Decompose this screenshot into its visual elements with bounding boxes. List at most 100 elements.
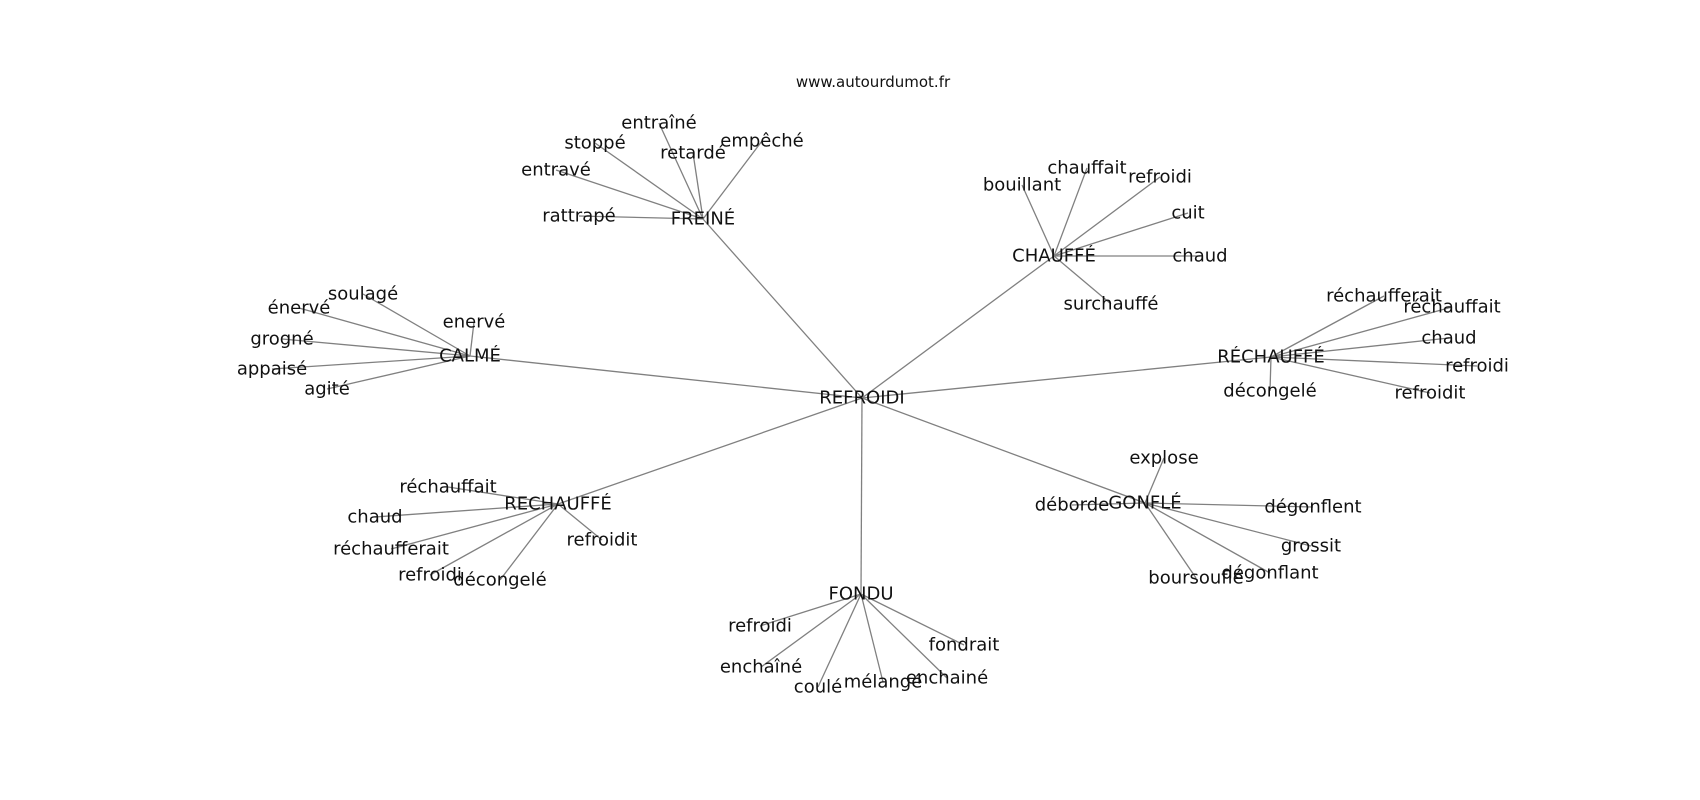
hub-rechauffe-leaf-node: chaud [347,507,402,528]
hub-rechauffe-accent-leaf-node: refroidi [1445,356,1509,377]
hub-calme-leaf-node: grogné [250,329,313,350]
hub-calme-node: CALMÉ [439,345,501,367]
edge-center-hub-rechauffe-accent [861,356,1272,399]
hub-freine-leaf-node: entraîné [621,113,696,134]
edge-hub-chauffe-leaf-3 [1053,212,1189,257]
edge-center-hub-calme [469,355,863,399]
hub-gonfle-leaf-node: déborde [1035,495,1110,516]
hub-rechauffe-leaf-node: décongelé [453,570,546,591]
edge-hub-chauffe-leaf-0 [1053,167,1088,257]
edge-hub-calme-leaf-4 [271,355,471,370]
hub-fondu-leaf-node: enchainé [906,668,988,689]
hub-rechauffe-leaf-node: refroidi [398,565,462,586]
hub-rechauffe-leaf-node: refroidit [567,530,638,551]
edge-hub-rechauffe-leaf-3 [557,503,603,541]
hub-fondu-node: FONDU [828,584,893,605]
edge-hub-freine-leaf-5 [578,215,704,220]
edge-hub-gonfle-leaf-0 [1144,457,1165,504]
edge-hub-calme-leaf-0 [362,293,471,357]
edge-hub-rechauffe-leaf-2 [390,503,559,550]
hub-chauffe-node: CHAUFFÉ [1012,245,1096,267]
edge-hub-calme-leaf-2 [469,321,475,357]
hub-rechauffe-leaf-node: réchauffait [399,477,496,498]
edge-hub-rechauffe-leaf-0 [447,486,559,505]
hub-calme-leaf-node: enervé [443,312,506,333]
edge-hub-rechauffe-accent-leaf-1 [1270,306,1453,358]
edge-hub-calme-leaf-3 [281,338,471,357]
edge-hub-gonfle-leaf-4 [1144,502,1197,579]
hub-rechauffe-accent-leaf-node: décongelé [1223,381,1316,402]
hub-rechauffe-node: RECHAUFFÉ [504,493,612,515]
hub-rechauffe-accent-leaf-node: refroidit [1395,383,1466,404]
edge-hub-freine-leaf-1 [594,142,704,220]
edge-hub-gonfle-leaf-1 [1071,502,1146,506]
hub-chauffe-leaf-node: bouillant [983,175,1061,196]
edge-center-hub-fondu [860,397,863,595]
edge-center-hub-freine [702,218,863,399]
hub-chauffe-leaf-node: cuit [1171,203,1204,224]
edge-hub-fondu-leaf-3 [860,593,948,679]
hub-chauffe-leaf-node: refroidi [1128,167,1192,188]
hub-freine-leaf-node: empêché [720,131,804,152]
edge-hub-fondu-leaf-2 [760,593,862,668]
site-title: www.autourdumot.fr [796,73,951,91]
hub-gonfle-leaf-node: dégonflant [1221,563,1318,584]
edge-center-hub-rechauffe [557,397,863,505]
hub-fondu-leaf-node: mélangé [844,672,923,693]
edge-hub-gonfle-leaf-3 [1144,502,1312,547]
hub-rechauffe-accent-leaf-node: réchaufferait [1326,286,1442,307]
edge-hub-chauffe-leaf-1 [1053,176,1161,257]
hub-freine-leaf-node: rattrapé [542,206,615,227]
hub-rechauffe-accent-leaf-node: réchauffait [1403,297,1500,318]
edge-hub-freine-leaf-4 [555,169,704,220]
center-node: REFROIDI [819,388,904,409]
hub-calme-leaf-node: agité [304,379,350,400]
hub-chauffe-leaf-node: chauffait [1047,158,1126,179]
edge-hub-gonfle-leaf-5 [1144,502,1271,574]
edge-hub-fondu-leaf-0 [759,593,862,627]
hub-calme-leaf-node: soulagé [328,284,398,305]
hub-gonfle-leaf-node: dégonflent [1264,497,1361,518]
edge-hub-rechauffe-accent-leaf-4 [1269,356,1272,392]
hub-gonfle-node: GONFLÉ [1108,492,1181,514]
hub-chauffe-leaf-node: surchauffé [1063,294,1158,315]
edge-hub-freine-leaf-2 [692,152,704,220]
hub-fondu-leaf-node: refroidi [728,616,792,637]
edge-hub-fondu-leaf-5 [860,593,884,683]
edge-hub-chauffe-leaf-5 [1053,255,1112,305]
edge-hub-gonfle-leaf-2 [1144,502,1314,508]
hub-fondu-leaf-node: coulé [794,677,842,698]
edge-hub-freine-leaf-3 [702,140,763,220]
hub-chauffe-leaf-node: chaud [1172,246,1227,267]
hub-rechauffe-accent-leaf-node: chaud [1421,328,1476,349]
edge-hub-fondu-leaf-4 [817,593,862,688]
hub-freine-node: FREINÉ [671,208,735,230]
edge-hub-rechauffe-accent-leaf-0 [1270,295,1385,358]
edge-hub-rechauffe-leaf-1 [374,503,559,518]
edge-hub-rechauffe-accent-leaf-3 [1270,356,1478,367]
hub-freine-leaf-node: entravé [521,160,591,181]
edge-hub-calme-leaf-5 [326,355,471,390]
edge-center-hub-chauffe [861,255,1055,399]
hub-fondu-leaf-node: enchaîné [720,657,802,678]
edges-layer [271,122,1478,688]
hub-fondu-leaf-node: fondrait [929,635,1000,656]
edge-hub-rechauffe-leaf-4 [429,503,559,576]
hub-calme-leaf-node: énervé [268,298,331,319]
hub-calme-leaf-node: appaisé [237,359,307,380]
edge-hub-rechauffe-leaf-5 [499,503,559,581]
edge-hub-rechauffe-accent-leaf-5 [1270,356,1431,394]
edge-hub-fondu-leaf-1 [860,593,965,646]
edge-hub-freine-leaf-0 [658,122,704,220]
hub-freine-leaf-node: retardé [660,143,726,164]
hub-freine-leaf-node: stoppé [564,133,625,154]
hub-gonfle-leaf-node: explose [1129,448,1198,469]
edge-hub-rechauffe-accent-leaf-2 [1270,337,1450,358]
hub-gonfle-leaf-node: grossit [1281,536,1341,557]
hub-gonfle-leaf-node: boursouflé [1148,568,1243,589]
edge-center-hub-gonfle [861,397,1146,504]
hub-rechauffe-accent-node: RÉCHAUFFÉ [1217,346,1325,368]
edge-hub-chauffe-leaf-2 [1021,184,1055,257]
edge-hub-calme-leaf-1 [298,307,471,357]
